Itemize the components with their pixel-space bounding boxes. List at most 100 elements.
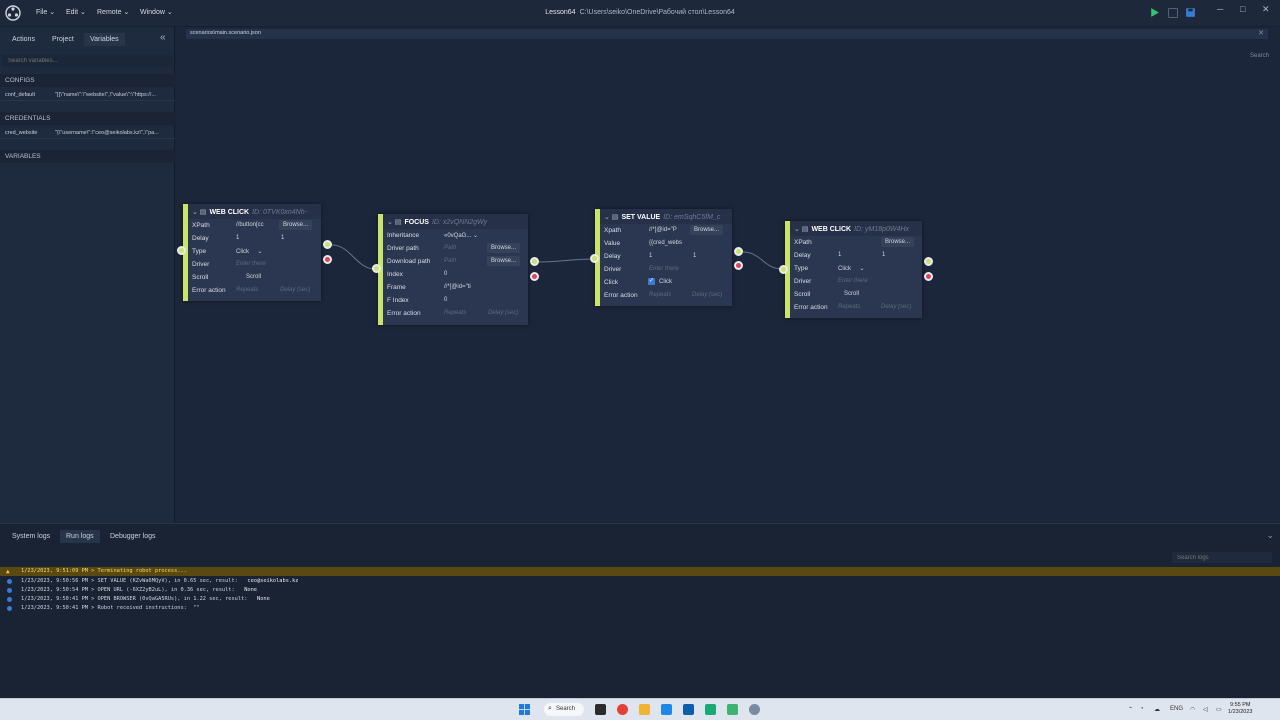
value-input[interactable]: {{cred_webs xyxy=(649,240,683,246)
delay-max-input[interactable]: 1 xyxy=(281,235,285,241)
tray-cloud-icon[interactable]: ☁ xyxy=(1154,707,1160,713)
collapse-panel-icon[interactable]: « xyxy=(160,32,166,43)
driver-input[interactable]: Enter there xyxy=(236,261,266,267)
scenario-canvas[interactable]: scenarios\main.scenario.json✕ Search ⌄ ▤… xyxy=(176,27,1280,523)
menu-edit[interactable]: Edit ⌄ xyxy=(66,9,86,16)
delay-sec-input[interactable]: Delay (sec) xyxy=(280,287,311,293)
tab-run-logs[interactable]: Run logs xyxy=(60,530,100,543)
close-icon[interactable]: ✕ xyxy=(1262,4,1270,14)
battery-icon[interactable]: ▭ xyxy=(1216,707,1222,713)
xpath-input[interactable]: //button[cc xyxy=(236,222,264,228)
menu-file[interactable]: File ⌄ xyxy=(36,9,56,16)
frame-input[interactable]: //*[@id="ti xyxy=(444,284,471,290)
xpath-input[interactable]: //*[@id="P xyxy=(649,227,677,233)
node-4-success-port[interactable] xyxy=(924,257,933,266)
repeats-input[interactable]: Repeats xyxy=(236,287,259,293)
search-variables-input[interactable] xyxy=(2,55,173,67)
chrome-icon[interactable] xyxy=(617,704,628,715)
maximize-icon[interactable]: □ xyxy=(1240,4,1246,14)
app-icon[interactable] xyxy=(727,704,738,715)
credential-row[interactable]: cred_website "{\"username\":\"ceo@seikol… xyxy=(0,128,175,139)
store-icon[interactable] xyxy=(661,704,672,715)
node-1-success-port[interactable] xyxy=(323,240,332,249)
node-2-error-port[interactable] xyxy=(530,272,539,281)
file-explorer-icon[interactable] xyxy=(639,704,650,715)
repeats-input[interactable]: Repeats xyxy=(649,292,672,298)
type-select[interactable]: Click ⌄ xyxy=(236,249,263,255)
driver-input[interactable]: Enter there xyxy=(838,278,868,284)
chevron-down-icon[interactable]: ⌄ ▤ xyxy=(604,214,619,221)
delay-max-input[interactable]: 1 xyxy=(693,253,697,259)
tab-project[interactable]: Project xyxy=(52,36,74,43)
browse-button[interactable]: Browse... xyxy=(487,243,521,253)
taskbar-search[interactable]: ⌕Search xyxy=(544,703,584,716)
wifi-icon[interactable]: ◠ xyxy=(1190,707,1196,713)
browse-button[interactable]: Browse... xyxy=(881,237,915,247)
run-icon[interactable] xyxy=(1149,7,1160,18)
robot-app-icon[interactable] xyxy=(749,704,760,715)
delay-max-input[interactable]: 1 xyxy=(882,252,886,258)
chevron-down-icon[interactable]: ⌄ ▤ xyxy=(192,209,207,216)
delay-min-input[interactable]: 1 xyxy=(838,252,842,258)
type-select[interactable]: Click ⌄ xyxy=(838,266,865,272)
driver-path-input[interactable]: Path xyxy=(444,245,457,251)
node-4-input-port[interactable] xyxy=(779,265,788,274)
node-2-input-port[interactable] xyxy=(372,264,381,273)
tray-app-icon[interactable]: ◔ xyxy=(1140,706,1144,712)
findex-input[interactable]: 0 xyxy=(444,297,448,303)
driver-input[interactable]: Enter there xyxy=(649,266,679,272)
browse-button[interactable]: Browse... xyxy=(690,225,724,235)
save-icon[interactable] xyxy=(1185,7,1196,18)
click-checkbox[interactable]: ✓ xyxy=(648,278,655,285)
stop-icon[interactable] xyxy=(1168,8,1178,18)
browse-button[interactable]: Browse... xyxy=(487,256,521,266)
shield-app-icon[interactable] xyxy=(705,704,716,715)
collapse-logs-icon[interactable]: ⌄ xyxy=(1266,530,1274,540)
delay-sec-input[interactable]: Delay (sec) xyxy=(881,304,912,310)
tab-system-logs[interactable]: System logs xyxy=(12,533,51,540)
browse-button[interactable]: Browse... xyxy=(279,220,313,230)
windows-start-icon[interactable] xyxy=(519,704,530,715)
file-tab[interactable]: scenarios\main.scenario.json✕ xyxy=(186,29,1268,39)
repeats-input[interactable]: Repeats xyxy=(444,310,467,316)
node-4-error-port[interactable] xyxy=(924,272,933,281)
delay-sec-input[interactable]: Delay (sec) xyxy=(488,310,519,316)
xpath-input[interactable] xyxy=(836,238,878,247)
tray-chevron-icon[interactable]: ⌃ xyxy=(1128,707,1134,713)
delay-sec-input[interactable]: Delay (sec) xyxy=(692,292,723,298)
chevron-down-icon[interactable]: ⌄ ▤ xyxy=(387,219,402,226)
canvas-search-button[interactable]: Search xyxy=(1250,53,1270,59)
tab-actions[interactable]: Actions xyxy=(12,36,35,43)
scroll-toggle[interactable]: Scroll xyxy=(246,274,262,280)
download-path-input[interactable]: Path xyxy=(444,258,457,264)
node-3-error-port[interactable] xyxy=(734,261,743,270)
config-row[interactable]: conf_default "[{\"name\":\"website\",\"v… xyxy=(0,90,175,101)
menu-remote[interactable]: Remote ⌄ xyxy=(97,9,130,16)
menu-window[interactable]: Window ⌄ xyxy=(140,9,173,16)
delay-min-input[interactable]: 1 xyxy=(649,253,653,259)
node-1-input-port[interactable] xyxy=(177,246,186,255)
index-input[interactable]: 0 xyxy=(444,271,448,277)
node-2-success-port[interactable] xyxy=(530,257,539,266)
scroll-toggle[interactable]: Scroll xyxy=(844,291,860,297)
repeats-input[interactable]: Repeats xyxy=(838,304,861,310)
inheritance-select[interactable]: «0vQaG... ⌄ xyxy=(444,233,479,239)
node-3-success-port[interactable] xyxy=(734,247,743,256)
close-tab-icon[interactable]: ✕ xyxy=(1258,30,1264,37)
mail-icon[interactable] xyxy=(683,704,694,715)
tab-variables[interactable]: Variables xyxy=(84,33,125,46)
search-logs-input[interactable] xyxy=(1172,552,1272,563)
delay-min-input[interactable]: 1 xyxy=(236,235,240,241)
node-3-input-port[interactable] xyxy=(590,254,599,263)
language-indicator[interactable]: ENG xyxy=(1170,706,1184,712)
node-1-error-port[interactable] xyxy=(323,255,332,264)
